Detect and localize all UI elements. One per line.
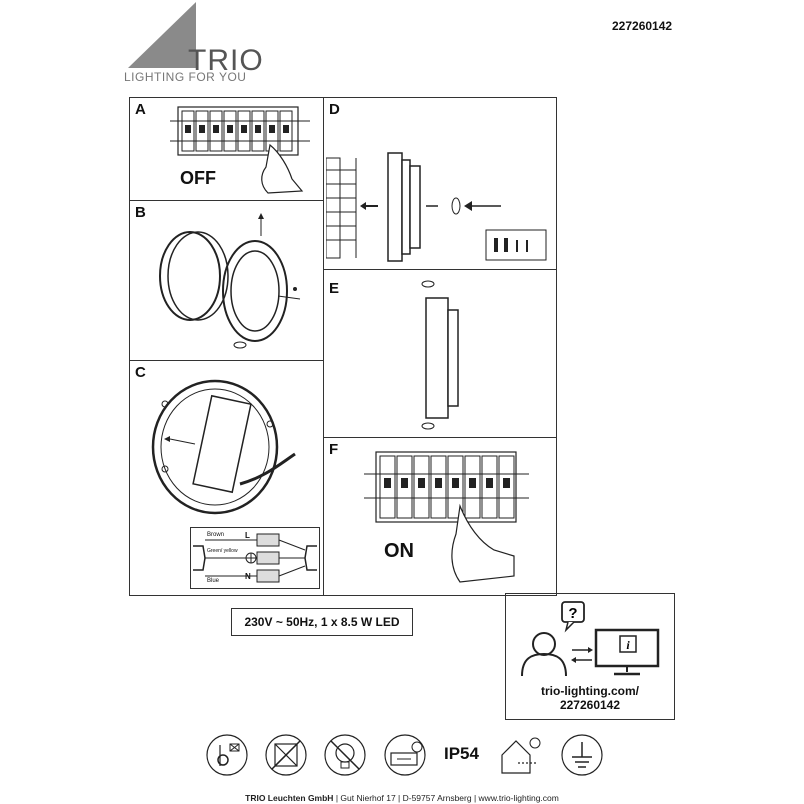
lamp-base-wiring-icon [151,379,296,515]
step-f-panel: F ON [323,437,557,596]
wall-mounting-icon [326,152,547,262]
wiring-diagram: Brown Green/ yellow Blue L N [190,527,320,589]
step-f-letter: F [329,441,339,458]
step-b-panel: B [129,200,325,362]
lamp-side-view-icon [421,280,459,430]
circuit-breaker-icon [170,106,310,194]
step-e-letter: E [329,280,340,297]
footer-address: Gut Nierhof 17 [340,793,396,803]
brand-name: TRIO [188,44,264,77]
brand-tagline: LIGHTING FOR YOU [124,70,247,84]
support-info: ? i trio-lighting.com/ 227260142 [505,593,675,720]
step-a-label: OFF [180,168,216,188]
step-a-letter: A [135,101,146,118]
step-c-letter: C [135,364,146,381]
step-d-letter: D [329,101,340,118]
online-help-icon: ? i [521,601,660,677]
terminal-l-label: L [245,531,250,540]
step-d-panel: D [323,97,557,271]
footer-company: TRIO Leuchten GmbH [245,793,334,803]
svg-text:?: ? [568,605,577,622]
footer-website[interactable]: www.trio-lighting.com [478,793,559,803]
step-b-letter: B [135,204,146,221]
brand-logo-triangle [128,2,196,68]
article-number: 227260142 [612,19,673,33]
ip-rating: IP54 [444,744,479,763]
protective-earth-icon [561,734,603,776]
step-f-label: ON [384,540,414,562]
circuit-breaker-on-icon [364,451,529,583]
led-not-replaceable-icon [324,734,366,776]
svg-text:i: i [626,638,630,652]
step-a-panel: A OFF [129,97,325,202]
wire-green-yellow-label: Green/ yellow [207,548,238,554]
support-url-line1[interactable]: trio-lighting.com/ [541,684,639,698]
electrical-spec: 230V ~ 50Hz, 1 x 8.5 W LED [231,608,413,636]
terminal-n-label: N [245,572,251,581]
min-distance-icon [206,734,248,776]
lamp-cover-removal-icon [159,213,301,349]
wire-blue-label: Blue [207,578,220,584]
wiring-terminal-icon [193,533,317,583]
footer: TRIO Leuchten GmbH | Gut Nierhof 17 | D-… [245,793,559,803]
step-c-panel: C Brown Green/ yellow Blue L N [129,360,325,596]
support-url-line2[interactable]: 227260142 [559,698,621,712]
footer-city: D-59757 Arnsberg [402,793,472,803]
led-driver-icon [384,734,426,776]
no-insulation-cover-icon [265,734,307,776]
wire-brown-label: Brown [207,532,225,538]
step-e-panel: E [323,269,557,439]
indoor-outdoor-use-icon [501,737,541,774]
